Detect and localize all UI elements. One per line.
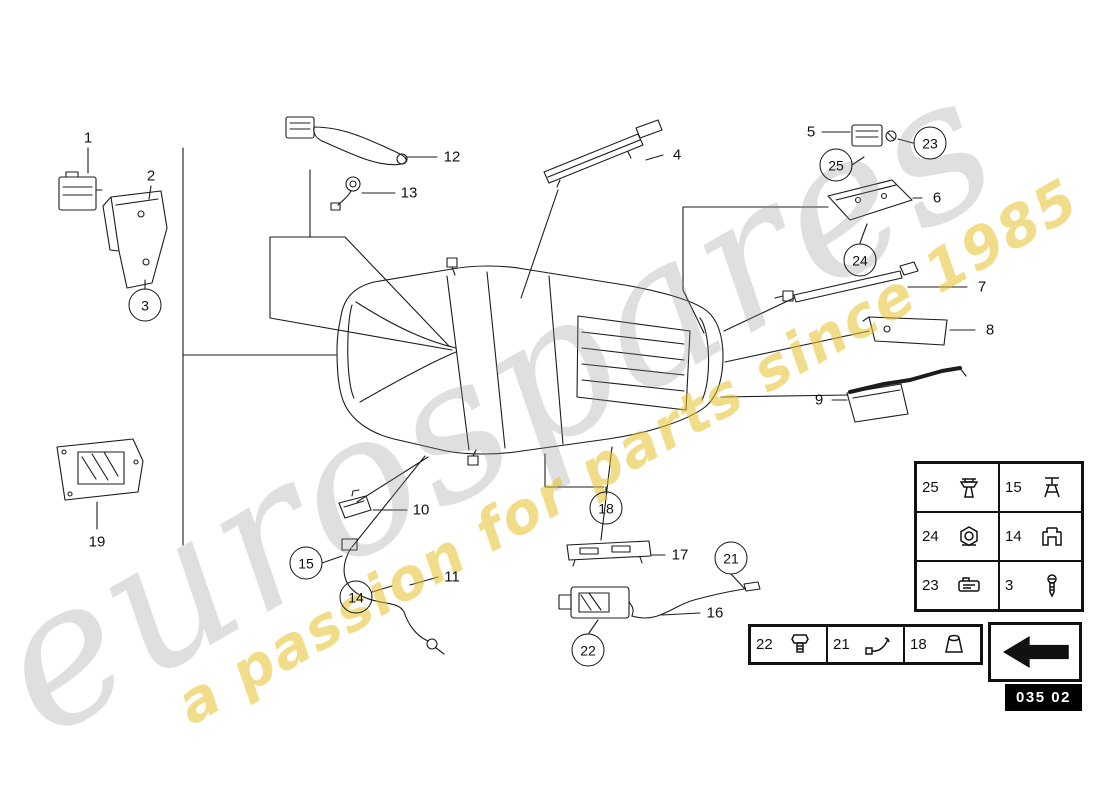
callout-22[interactable]: 22 [571, 633, 605, 667]
part-drawing-4 [543, 119, 663, 188]
fastener-cell-14[interactable]: 14 [999, 512, 1082, 561]
part-drawing-12 [285, 116, 408, 166]
fastener-cell-22[interactable]: 22 [750, 626, 827, 663]
callout-9[interactable]: 9 [814, 391, 824, 409]
callout-21[interactable]: 21 [714, 541, 748, 575]
back-arrow-icon [1003, 636, 1069, 668]
part-drawing-22 [558, 586, 634, 619]
fastener-cell-21[interactable]: 21 [827, 626, 904, 663]
callout-1[interactable]: 1 [83, 129, 93, 147]
callout-16[interactable]: 16 [706, 604, 724, 622]
callout-13[interactable]: 13 [400, 184, 418, 202]
cable-clamp-icon [1027, 523, 1076, 551]
callout-5[interactable]: 5 [806, 123, 816, 141]
fastener-number: 24 [922, 528, 939, 545]
fastener-cell-15[interactable]: 15 [999, 463, 1082, 512]
callout-24[interactable]: 24 [843, 243, 877, 277]
callout-8[interactable]: 8 [985, 321, 995, 339]
part-drawing-9 [846, 366, 967, 423]
fastener-cell-18[interactable]: 18 [904, 626, 981, 663]
callout-3[interactable]: 3 [128, 288, 162, 322]
callout-14[interactable]: 14 [339, 580, 373, 614]
diagram-code-badge: 035 02 [1005, 684, 1082, 711]
expanding-nut-icon [944, 474, 993, 502]
fastener-number: 23 [922, 577, 939, 594]
fastener-number: 3 [1005, 577, 1014, 594]
part-drawing-8 [862, 316, 948, 346]
fastener-number: 25 [922, 479, 939, 496]
retainer-icon [944, 572, 993, 600]
cable-tie-icon [855, 631, 898, 659]
fastener-number: 22 [756, 636, 773, 653]
callout-17[interactable]: 17 [671, 546, 689, 564]
callout-11[interactable]: 11 [444, 568, 460, 586]
fastener-reference-strip: 22 21 18 [748, 624, 983, 665]
part-drawing-19 [56, 438, 144, 501]
part-drawing-17 [566, 540, 652, 567]
grommet-icon [932, 631, 975, 659]
callout-15[interactable]: 15 [289, 546, 323, 580]
fastener-number: 18 [910, 636, 927, 653]
callout-18[interactable]: 18 [589, 491, 623, 525]
leader-lines [87, 131, 976, 634]
callout-10[interactable]: 10 [412, 501, 430, 519]
engine-cover [576, 315, 691, 411]
part-drawing-7 [774, 261, 919, 303]
car-top-view [336, 257, 724, 466]
callout-7[interactable]: 7 [977, 278, 987, 296]
part-drawing-13 [330, 176, 361, 211]
screw-icon [1027, 572, 1076, 600]
part-drawing-16 [631, 581, 761, 619]
fastener-reference-table: 25 15 24 14 23 3 [914, 461, 1084, 612]
callout-12[interactable]: 12 [443, 148, 461, 166]
fastener-number: 14 [1005, 528, 1022, 545]
fastener-cell-23[interactable]: 23 [916, 561, 999, 610]
part-drawing-2 [102, 190, 168, 289]
fastener-number: 15 [1005, 479, 1022, 496]
callout-4[interactable]: 4 [672, 146, 682, 164]
part-drawing-10 [338, 489, 372, 519]
callout-6[interactable]: 6 [932, 189, 942, 207]
right-mirror [467, 455, 479, 466]
part-drawing-1 [58, 171, 103, 211]
callout-19[interactable]: 19 [88, 533, 106, 551]
fastener-number: 21 [833, 636, 850, 653]
part-drawing-11 [341, 538, 445, 655]
callout-25[interactable]: 25 [819, 148, 853, 182]
fastener-cell-25[interactable]: 25 [916, 463, 999, 512]
part-drawing-6 [827, 179, 913, 221]
hex-nut-icon [944, 523, 993, 551]
callout-2[interactable]: 2 [146, 167, 156, 185]
part-drawing-5 [851, 124, 897, 147]
bolt-icon [778, 631, 821, 659]
expanding-rivet-icon [1027, 474, 1076, 502]
left-mirror [446, 257, 458, 268]
fastener-cell-24[interactable]: 24 [916, 512, 999, 561]
callout-23[interactable]: 23 [913, 126, 947, 160]
fastener-cell-3[interactable]: 3 [999, 561, 1082, 610]
back-arrow-button[interactable] [988, 622, 1082, 682]
